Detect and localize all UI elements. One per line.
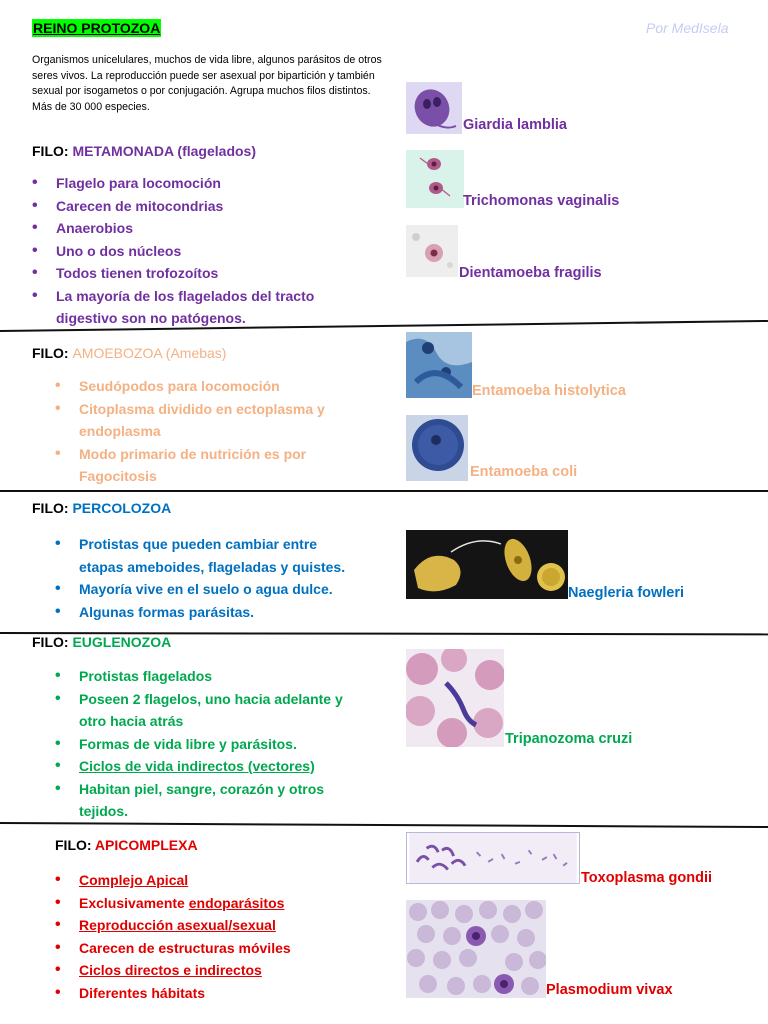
filo-prefix: FILO: <box>32 143 69 159</box>
giardia-micrograph <box>406 82 462 134</box>
section-divider <box>0 490 768 492</box>
list-item: Ciclos de vida indirectos (vectores) <box>55 755 355 778</box>
section-apicomplexa-heading: FILO: APICOMPLEXA <box>55 836 198 854</box>
list-item: Modo primario de nutrición es por Fagoci… <box>55 443 345 488</box>
filo-name: METAMONADA (flagelados) <box>72 143 256 159</box>
organism-label: Tripanozoma cruzi <box>505 731 633 747</box>
list-item-text: Exclusivamente <box>79 894 185 911</box>
organism-label: Toxoplasma gondii <box>581 870 713 886</box>
list-item: Uno o dos núcleos <box>32 240 362 263</box>
list-item: Complejo Apical <box>55 869 355 892</box>
list-item: La mayoría de los flagelados del tracto … <box>32 285 362 330</box>
toxoplasma-micrograph <box>406 832 580 884</box>
organism-label: Entamoeba coli <box>470 464 578 480</box>
list-item: Ciclos directos e indirectos <box>55 959 355 982</box>
filo-name: AMOEBOZOA (Amebas) <box>72 345 227 361</box>
list-item: Todos tienen trofozoítos <box>32 262 362 285</box>
list-item: Anaerobios <box>32 217 362 240</box>
tripanozoma-micrograph <box>406 649 504 747</box>
filo-name: EUGLENOZOA <box>72 634 172 650</box>
page-title: REINO PROTOZOA <box>32 19 162 37</box>
list-item: Carecen de mitocondrias <box>32 195 362 218</box>
filo-prefix: FILO: <box>32 500 69 516</box>
list-item: Algunas formas parásitas. <box>55 601 355 624</box>
filo-prefix: FILO: <box>32 634 69 650</box>
metamonada-bullet-list: Flagelo para locomoción Carecen de mitoc… <box>32 172 362 330</box>
list-item: Reproducción asexual/sexual <box>55 914 355 937</box>
organism-label: Plasmodium vivax <box>546 982 673 998</box>
plasmodium-micrograph <box>406 900 546 998</box>
apicomplexa-bullet-list: Complejo Apical Exclusivamente endoparás… <box>55 869 355 1004</box>
organism-label: Giardia lamblia <box>463 117 567 133</box>
list-item: Citoplasma dividido en ectoplasma y endo… <box>55 398 345 443</box>
list-item: Exclusivamente endoparásitos <box>55 892 355 915</box>
percolozoa-bullet-list: Protistas que pueden cambiar entre etapa… <box>55 533 355 623</box>
entamoeba-histolytica-micrograph <box>406 332 472 398</box>
filo-prefix: FILO: <box>55 837 92 853</box>
organism-label: Dientamoeba fragilis <box>459 265 602 281</box>
intro-paragraph: Organismos unicelulares, muchos de vida … <box>32 54 382 113</box>
section-metamonada-heading: FILO: METAMONADA (flagelados) <box>32 142 256 160</box>
list-item: Habitan piel, sangre, corazón y otros te… <box>55 778 355 823</box>
list-item-text-underlined: endoparásitos <box>188 894 285 911</box>
list-item: Diferentes hábitats <box>55 982 355 1005</box>
list-item: Protistas que pueden cambiar entre etapa… <box>55 533 355 578</box>
euglenozoa-bullet-list: Protistas flagelados Poseen 2 flagelos, … <box>55 665 355 823</box>
list-item: Seudópodos para locomoción <box>55 375 345 398</box>
list-item: Formas de vida libre y parásitos. <box>55 733 355 756</box>
list-item: Protistas flagelados <box>55 665 355 688</box>
entamoeba-coli-micrograph <box>406 415 468 481</box>
list-item: Mayoría vive en el suelo o agua dulce. <box>55 578 355 601</box>
organism-label: Entamoeba histolytica <box>472 383 626 399</box>
section-amoebozoa-heading: FILO: AMOEBOZOA (Amebas) <box>32 344 226 362</box>
filo-prefix: FILO: <box>32 345 69 361</box>
dientamoeba-micrograph <box>406 225 458 277</box>
organism-label: Trichomonas vaginalis <box>463 193 620 209</box>
trichomonas-micrograph <box>406 150 464 208</box>
amoebozoa-bullet-list: Seudópodos para locomoción Citoplasma di… <box>55 375 345 488</box>
filo-name: PERCOLOZOA <box>72 500 172 516</box>
list-item: Poseen 2 flagelos, uno hacia adelante y … <box>55 688 355 733</box>
organism-label: Naegleria fowleri <box>568 585 685 601</box>
filo-name: APICOMPLEXA <box>94 837 198 853</box>
section-percolozoa-heading: FILO: PERCOLOZOA <box>32 499 171 517</box>
list-item: Carecen de estructuras móviles <box>55 937 355 960</box>
list-item: Flagelo para locomoción <box>32 172 362 195</box>
section-euglenozoa-heading: FILO: EUGLENOZOA <box>32 633 171 651</box>
author-credit: Por MedIsela <box>646 20 729 36</box>
naegleria-micrograph <box>406 530 568 599</box>
section-divider <box>0 822 768 829</box>
